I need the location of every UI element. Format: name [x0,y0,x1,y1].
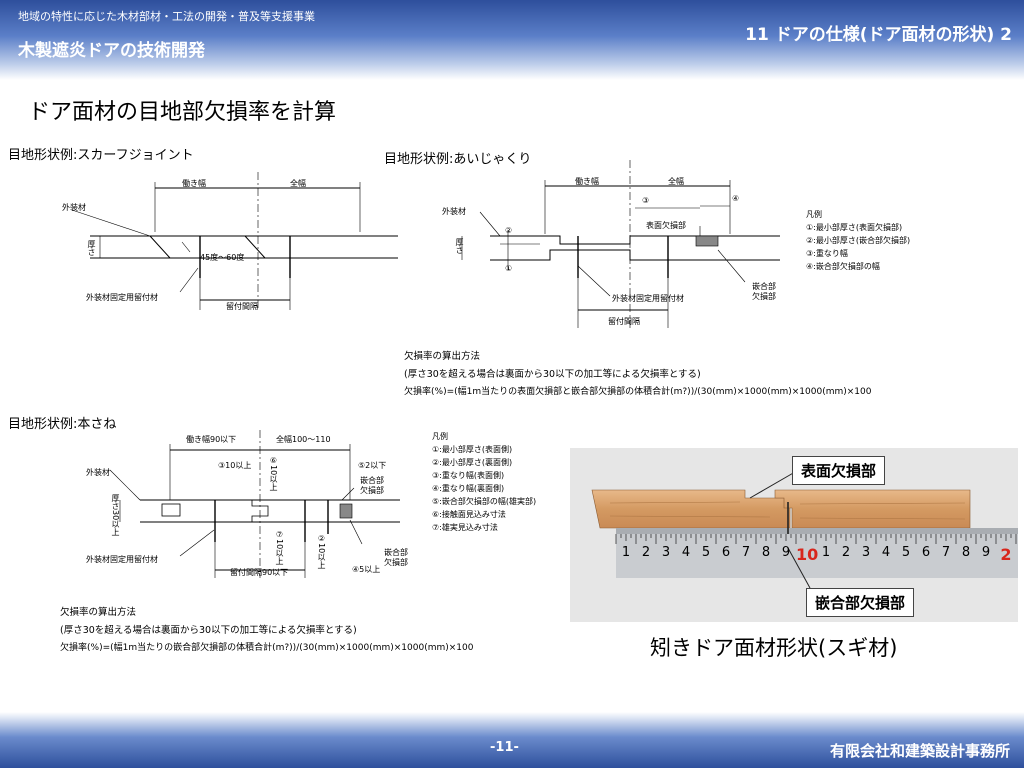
aijakuri-legend-item: ①:最小部厚さ(表面欠損部) [806,223,903,232]
ruler-digit: 9 [781,545,791,560]
aijakuri-working-label: 働き幅 [575,177,599,186]
hon-legend: 凡例 ①:最小部厚さ(表面側) ②:最小部厚さ(裏面側) ③:重なり幅(表面側)… [432,430,536,534]
fit-loss-callout: 嵌合部欠損部 [806,588,915,617]
scarf-angle-label: 45度〜60度 [200,253,245,262]
aijakuri-heading: 目地形状例:あいじゃくり [384,152,532,167]
scarf-full-label: 全幅 [290,179,306,188]
footer-banner [0,712,1024,768]
hon-full-label: 全幅100〜110 [276,435,331,444]
page-number: -11- [490,740,519,755]
aijakuri-mark-4: ④ [732,194,740,203]
aijakuri-exterior-label: 外装材 [442,207,466,216]
ruler-digit-red: 2 [1000,545,1012,564]
method2-formula: 欠損率(%)=(幅1m当たりの嵌合部欠損部の体積合計(m?))/(30(mm)×… [60,643,474,653]
wood-panel-photo: 1 2 3 4 5 6 7 8 9 10 1 2 3 4 5 6 7 8 9 2… [570,448,1018,622]
aijakuri-full-label: 全幅 [668,177,684,186]
scarf-diagram [71,172,398,310]
hon-fit-top-label: 嵌合部欠損部 [360,476,384,495]
ruler-digit: 8 [961,545,971,560]
ruler-digit: 3 [661,545,671,560]
hon-spacing-label: 留付間隔90以下 [230,568,289,577]
hon-legend-item: ④:重なり幅(裏面側) [432,484,505,493]
aijakuri-diagram [461,160,780,328]
hon-tongue-label: ⑦10以上 [275,530,284,566]
scarf-working-label: 働き幅 [182,179,206,188]
aijakuri-mark-1: ① [505,264,513,273]
ruler-digit: 3 [861,545,871,560]
method1-condition: (厚さ30を超える場合は裏面から30以下の加工等による欠損率とする) [404,369,701,380]
hon-heading: 目地形状例:本さね [8,417,117,432]
ruler-digit-red: 10 [796,545,819,564]
wood-panel-illustration [570,448,1018,622]
header-banner [0,0,1024,80]
hon-legend-item: ③:重なり幅(表面側) [432,471,505,480]
ruler-digit: 4 [681,545,691,560]
aijakuri-legend-title: 凡例 [806,210,822,219]
scarf-heading: 目地形状例:スカーフジョイント [8,148,194,163]
aijakuri-thickness-label: 厚さ [455,238,464,254]
hon-working-label: 働き幅90以下 [186,435,237,444]
ruler-digit: 7 [741,545,751,560]
aijakuri-fastener-label: 外装材固定用留付材 [612,294,684,303]
header-subtitle: 地域の特性に応じた木材部材・工法の開発・普及等支援事業 [18,10,315,23]
aijakuri-fit-label: 嵌合部欠損部 [752,282,776,301]
hon-legend-item: ⑤:嵌合部欠損部の幅(雄実部) [432,497,537,506]
aijakuri-spacing-label: 留付間隔 [608,317,640,326]
method1-formula: 欠損率(%)=(幅1m当たりの表面欠損部と嵌合部欠損部の体積合計(m?))/(3… [404,387,872,397]
ruler-digit: 1 [621,545,631,560]
ruler-digit: 8 [761,545,771,560]
hon-exterior-label: 外装材 [86,468,110,477]
header-title: 木製遮炎ドアの技術開発 [18,41,205,61]
hon-overlap-front-label: ③10以上 [218,461,252,470]
aijakuri-legend-item: ③:重なり幅 [806,249,848,258]
scarf-thickness-label: 厚さ [87,240,96,256]
scarf-spacing-label: 留付間隔 [226,302,258,311]
section-title: 11 ドアの仕様(ドア面材の形状) 2 [745,25,1012,45]
page-title: ドア面材の目地部欠損率を計算 [28,100,337,125]
ruler-digit: 5 [901,545,911,560]
aijakuri-mark-3: ③ [642,196,650,205]
photo-caption: 矧きドア面材形状(スギ材) [650,636,898,660]
ruler-digit: 5 [701,545,711,560]
ruler-digit: 6 [921,545,931,560]
method2-title: 欠損率の算出方法 [60,607,137,618]
hon-contact-label: ⑥10以上 [269,456,278,492]
hon-diagram [109,430,400,578]
hon-fastener-label: 外装材固定用留付材 [86,555,158,564]
hon-legend-title: 凡例 [432,432,448,441]
ruler-digit: 9 [981,545,991,560]
ruler-digit: 2 [841,545,851,560]
aijakuri-legend-item: ②:最小部厚さ(嵌合部欠損部) [806,236,911,245]
method1-title: 欠損率の算出方法 [404,351,481,362]
scarf-exterior-label: 外装材 [62,203,86,212]
surface-loss-callout: 表面欠損部 [792,456,886,485]
aijakuri-mark-2: ② [505,226,513,235]
ruler-digit: 1 [821,545,831,560]
ruler-digit: 4 [881,545,891,560]
aijakuri-legend-item: ④:嵌合部欠損部の幅 [806,262,880,271]
hon-overlap-back-label: ④5以上 [352,565,381,574]
ruler-digit: 6 [721,545,731,560]
hon-fit-bottom-label: 嵌合部欠損部 [384,548,408,567]
ruler-digit: 7 [941,545,951,560]
hon-min-back-label: ②10以上 [317,534,326,570]
hon-legend-item: ⑦:雄実見込み寸法 [432,523,498,532]
hon-legend-item: ①:最小部厚さ(表面側) [432,445,513,454]
hon-thickness-label: 厚さ30以上 [111,494,120,537]
hon-legend-item: ⑥:接触面見込み寸法 [432,510,506,519]
ruler-digit: 2 [641,545,651,560]
ruler-numbers: 1 2 3 4 5 6 7 8 9 10 1 2 3 4 5 6 7 8 9 2 [616,545,1018,564]
hon-legend-item: ②:最小部厚さ(裏面側) [432,458,513,467]
scarf-fastener-label: 外装材固定用留付材 [86,293,158,302]
aijakuri-surface-label: 表面欠損部 [646,221,686,230]
method2-condition: (厚さ30を超える場合は裏面から30以下の加工等による欠損率とする) [60,625,357,636]
aijakuri-legend: 凡例 ①:最小部厚さ(表面欠損部) ②:最小部厚さ(嵌合部欠損部) ③:重なり幅… [806,208,910,273]
hon-width-label: ⑤2以下 [358,461,387,470]
company-name: 有限会社和建築設計事務所 [829,742,1010,760]
